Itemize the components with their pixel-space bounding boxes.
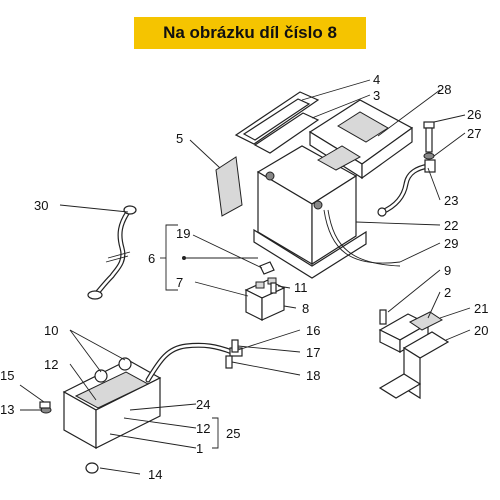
- fuse-box: [62, 359, 162, 450]
- title-text: Na obrázku díl číslo 8: [163, 23, 337, 42]
- label-2: 2: [444, 285, 451, 300]
- label-1: 1: [196, 441, 203, 456]
- label-12b: 12: [196, 421, 210, 436]
- label-9: 9: [444, 263, 451, 278]
- mounting-bracket: [378, 331, 450, 400]
- label-13: 13: [0, 402, 14, 417]
- label-19: 19: [176, 226, 190, 241]
- grommet-14: [85, 462, 99, 474]
- label-11: 11: [294, 280, 308, 295]
- label-28: 28: [437, 82, 451, 97]
- fuse-18: [225, 355, 233, 369]
- part-labels: 4 3 5 28 26 27 23 22 29 30 6 19 7 11 8 9…: [0, 72, 488, 482]
- leader-lines: [19, 79, 471, 475]
- label-5: 5: [176, 131, 183, 146]
- battery-pad: [215, 156, 243, 217]
- battery-strap-lower: [253, 112, 320, 154]
- label-30: 30: [34, 198, 48, 213]
- label-12a: 12: [44, 357, 58, 372]
- label-24: 24: [196, 397, 210, 412]
- screw-15: [39, 401, 51, 409]
- label-18: 18: [306, 368, 320, 383]
- terminal-bolt: [423, 121, 435, 153]
- label-20: 20: [474, 323, 488, 338]
- label-3: 3: [373, 88, 380, 103]
- relay-rubber-19: [259, 261, 275, 275]
- connector-rubber-21: [409, 311, 443, 331]
- screw-9: [379, 309, 387, 325]
- label-21: 21: [474, 301, 488, 316]
- label-6: 6: [148, 251, 155, 266]
- starter-relay: [244, 277, 286, 321]
- battery-case: [253, 145, 367, 279]
- label-15: 15: [0, 368, 14, 383]
- terminal-washer: [423, 152, 435, 160]
- fuse-cap-10a: [94, 369, 108, 383]
- label-14: 14: [148, 467, 162, 482]
- label-7: 7: [176, 275, 183, 290]
- label-22: 22: [444, 218, 458, 233]
- label-10: 10: [44, 323, 58, 338]
- label-16: 16: [306, 323, 320, 338]
- label-8: 8: [302, 301, 309, 316]
- title-banner: Na obrázku díl číslo 8: [134, 17, 366, 49]
- label-26: 26: [467, 107, 481, 122]
- label-4: 4: [373, 72, 380, 87]
- fuse-cap-10b: [118, 357, 132, 371]
- label-25: 25: [226, 426, 240, 441]
- ground-cable: [87, 205, 137, 300]
- battery-strap: [234, 91, 320, 145]
- label-23: 23: [444, 193, 458, 208]
- breather-hose: [323, 209, 401, 267]
- label-29: 29: [444, 236, 458, 251]
- label-17: 17: [306, 345, 320, 360]
- cable-terminal-17: [231, 339, 239, 353]
- battery-cable-right: [377, 159, 436, 217]
- screw-11: [270, 282, 277, 294]
- label-27: 27: [467, 126, 481, 141]
